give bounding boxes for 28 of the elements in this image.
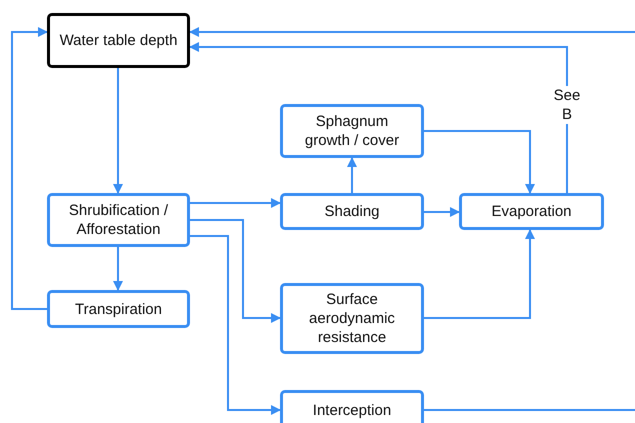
process-box xyxy=(47,13,190,68)
node-label: Shading xyxy=(324,202,380,221)
arrow xyxy=(424,229,535,319)
arrow xyxy=(190,219,281,323)
process-box xyxy=(47,193,190,247)
arrow xyxy=(113,68,123,194)
arrow xyxy=(347,157,357,193)
node-label: Interception xyxy=(312,400,392,420)
node-label: Transpiration xyxy=(75,300,162,318)
arrow xyxy=(424,130,535,194)
arrow xyxy=(189,27,635,37)
node-label: Surface aerodynamic resistance xyxy=(308,290,396,347)
arrow xyxy=(190,198,281,208)
process-box xyxy=(280,104,424,158)
process-box xyxy=(280,390,424,423)
arrow xyxy=(11,27,48,310)
process-box xyxy=(280,193,424,230)
arrow xyxy=(190,235,281,415)
arrow xyxy=(113,247,123,291)
process-box xyxy=(459,193,604,230)
arrow xyxy=(424,207,460,217)
node-label: Water table depth xyxy=(60,31,178,50)
node-label: Shrubification / Afforestation xyxy=(68,201,170,239)
process-box xyxy=(47,290,190,328)
process-box xyxy=(280,283,424,354)
node-label: Sphagnum growth / cover xyxy=(304,112,400,150)
node-label: Evaporation xyxy=(491,202,572,221)
arrow xyxy=(189,42,568,193)
